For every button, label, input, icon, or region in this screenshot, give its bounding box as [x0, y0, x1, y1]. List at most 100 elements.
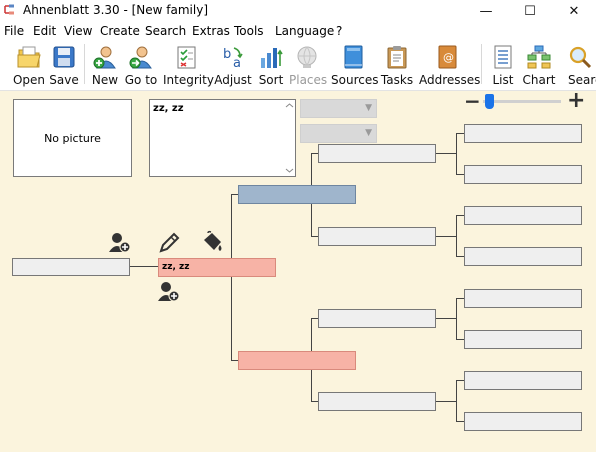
root-person-box[interactable]: zz, zz [158, 258, 276, 277]
zoom-out-icon[interactable]: − [464, 89, 481, 113]
tree-connector [311, 236, 319, 237]
magnifier-icon [569, 46, 592, 69]
tree-connector [311, 153, 319, 154]
notes-scrollbar[interactable] [284, 100, 295, 176]
mother-box[interactable] [238, 351, 356, 370]
maximize-button[interactable]: ☐ [508, 0, 552, 22]
paternal-grandmother-box[interactable] [318, 227, 436, 246]
toolbar-separator [84, 44, 85, 84]
tree-connector [456, 133, 457, 174]
tree-connector [456, 298, 457, 339]
save-icon [53, 46, 75, 68]
new-label: New [91, 73, 119, 87]
list-icon [494, 45, 512, 69]
picture-panel[interactable]: No picture [13, 99, 132, 177]
places-label: Places [289, 73, 328, 87]
tree-connector [456, 215, 457, 256]
addresses-label: Addresses [419, 73, 481, 87]
zoom-slider-thumb[interactable] [485, 94, 494, 109]
zoom-slider-track[interactable] [483, 100, 561, 103]
menu-extras[interactable]: Extras [192, 24, 230, 38]
open-label: Open [12, 73, 46, 87]
goto-label: Go to [124, 73, 158, 87]
tree-connector [311, 318, 319, 319]
svg-text:b: b [223, 47, 231, 62]
toolbar-separator [481, 44, 482, 84]
notes-panel[interactable]: zz, zz [149, 99, 296, 177]
great-grandparent-box[interactable] [464, 165, 582, 184]
great-grandparent-box[interactable] [464, 124, 582, 143]
paint-bucket-icon[interactable] [200, 230, 226, 254]
maternal-grandmother-box[interactable] [318, 392, 436, 411]
menu-search[interactable]: Search [145, 24, 187, 38]
save-button[interactable]: Save [49, 42, 79, 88]
menu-language[interactable]: Language [275, 24, 335, 38]
search-label: Search [568, 73, 596, 87]
tasks-button[interactable]: Tasks [380, 42, 414, 88]
new-button[interactable]: New [90, 42, 120, 88]
tasks-label: Tasks [380, 73, 414, 87]
book-icon [344, 45, 363, 69]
great-grandparent-box[interactable] [464, 330, 582, 349]
no-picture-label: No picture [44, 131, 101, 145]
pencil-icon[interactable] [158, 232, 182, 254]
tree-connector [231, 194, 232, 360]
filter-combo-1[interactable]: ▼ [300, 99, 377, 118]
paternal-grandfather-box[interactable] [318, 144, 436, 163]
great-grandparent-box[interactable] [464, 247, 582, 266]
open-folder-icon [17, 46, 41, 68]
integrity-button[interactable]: Integrity [163, 42, 214, 88]
chart-button[interactable]: Chart [521, 42, 557, 88]
maximize-icon: ☐ [524, 3, 536, 19]
new-person-icon [93, 46, 116, 69]
places-button[interactable]: Places [289, 42, 328, 88]
tree-connector [311, 401, 319, 402]
tree-connector [456, 174, 464, 175]
window-title: Ahnenblatt 3.30 - [New family] [23, 3, 209, 17]
menu-file[interactable]: File [4, 24, 25, 38]
list-button[interactable]: List [488, 42, 518, 88]
tree-connector [436, 401, 456, 402]
add-spouse-icon[interactable] [108, 232, 132, 254]
tree-connector [456, 421, 464, 422]
tree-connector [231, 360, 239, 361]
tree-chart-icon [527, 45, 551, 69]
great-grandparent-box[interactable] [464, 371, 582, 390]
sources-button[interactable]: Sources [331, 42, 378, 88]
toolbar: Open Save New Go to [0, 40, 596, 91]
close-button[interactable]: ✕ [552, 0, 596, 22]
filter-combo-2[interactable]: ▼ [300, 124, 377, 143]
father-box[interactable] [238, 185, 356, 204]
notes-text: zz, zz [153, 103, 184, 114]
sort-icon [261, 48, 283, 68]
tree-connector [456, 298, 464, 299]
menu-help[interactable]: ? [336, 24, 343, 38]
menu-create[interactable]: Create [100, 24, 140, 38]
spouse-box[interactable] [12, 258, 130, 276]
goto-button[interactable]: Go to [121, 42, 161, 88]
search-button[interactable]: Search [564, 42, 596, 88]
adjust-label: Adjust [214, 73, 252, 87]
maternal-grandfather-box[interactable] [318, 309, 436, 328]
sort-button[interactable]: Sort [256, 42, 286, 88]
addresses-button[interactable]: @ Addresses [419, 42, 481, 88]
adjust-button[interactable]: b a Adjust [213, 42, 253, 88]
menu-view[interactable]: View [64, 24, 93, 38]
tree-connector [436, 236, 456, 237]
app-icon [3, 3, 16, 16]
great-grandparent-box[interactable] [464, 289, 582, 308]
chevron-down-icon: ▼ [365, 128, 372, 138]
svg-text:a: a [233, 56, 241, 70]
great-grandparent-box[interactable] [464, 206, 582, 225]
menu-tools[interactable]: Tools [234, 24, 264, 38]
open-button[interactable]: Open [10, 42, 48, 88]
tree-connector [456, 380, 464, 381]
chevron-down-icon: ▼ [365, 103, 372, 113]
tree-connector [456, 339, 464, 340]
adjust-icon: b a [223, 47, 243, 70]
add-child-icon[interactable] [157, 281, 181, 303]
minimize-button[interactable]: — [464, 0, 508, 22]
zoom-in-icon[interactable]: + [567, 88, 586, 113]
great-grandparent-box[interactable] [464, 412, 582, 431]
menu-edit[interactable]: Edit [33, 24, 57, 38]
